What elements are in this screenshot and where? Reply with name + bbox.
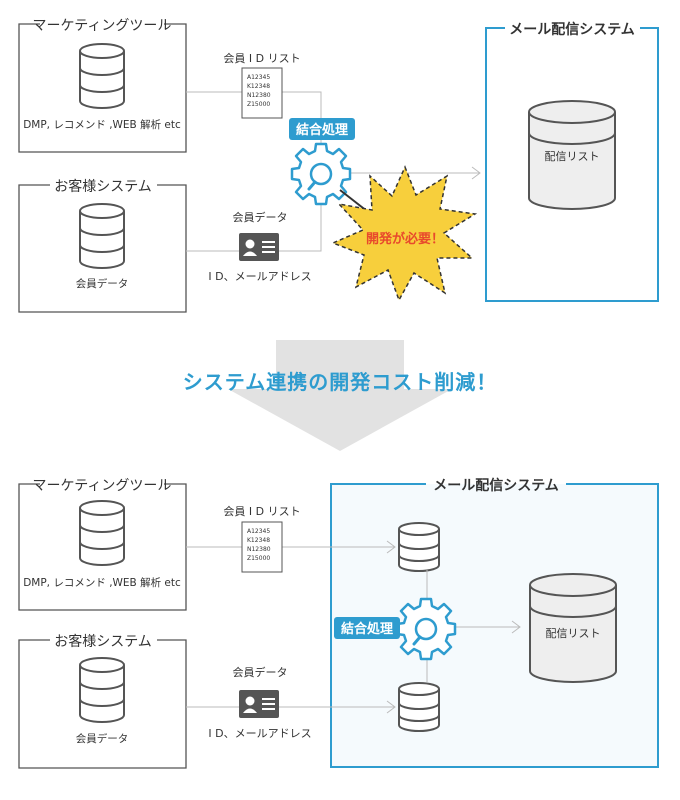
customer-system-title: お客様システム	[54, 633, 152, 650]
member-data-sub: I D、メールアドレス	[208, 727, 311, 740]
customer-caption: 会員データ	[76, 277, 129, 290]
delivery-list-label: 配信リスト	[545, 150, 600, 163]
id-list-item: Z15000	[247, 101, 270, 108]
marketing-tool-box: マーケティングツール DMP, レコメンド ,WEB 解析 etc	[18, 478, 187, 611]
id-list-label: 会員 I D リスト	[223, 52, 300, 65]
member-data-label: 会員データ	[233, 665, 288, 679]
id-list-item: N12380	[247, 546, 271, 553]
join-process: 結合処理	[334, 597, 457, 661]
member-data-card: 会員データ I D、メールアドレス	[208, 210, 311, 283]
after-connectors	[186, 540, 521, 714]
marketing-caption: DMP, レコメンド ,WEB 解析 etc	[23, 576, 181, 589]
id-list-item: N12380	[247, 92, 271, 99]
gear-icon	[290, 142, 352, 206]
synced-member-db-icon	[398, 682, 440, 732]
marketing-caption: DMP, レコメンド ,WEB 解析 etc	[23, 118, 181, 131]
mail-system-title: メール配信システム	[509, 21, 635, 38]
id-list-item: A12345	[247, 74, 270, 81]
id-list-item: Z15000	[247, 555, 270, 562]
gear-icon	[395, 597, 457, 661]
member-data-card: 会員データ I D、メールアドレス	[208, 665, 311, 740]
development-required-burst: 開発が必要！	[331, 165, 478, 302]
customer-system-title: お客様システム	[54, 178, 152, 195]
customer-system-box: お客様システム 会員データ	[18, 178, 187, 313]
member-card-icon	[239, 690, 279, 718]
marketing-db-icon	[79, 500, 125, 566]
member-card-icon	[239, 233, 279, 261]
transition-text: システム連携の開発コスト削減！	[183, 370, 497, 394]
transition: システム連携の開発コスト削減！	[183, 340, 497, 451]
customer-db-icon	[79, 203, 125, 269]
customer-db-icon	[79, 657, 125, 723]
burst-shape	[331, 165, 478, 302]
before-section: マーケティングツール DMP, レコメンド ,WEB 解析 etc お客様システ…	[18, 18, 659, 313]
burst-text: 開発が必要！	[366, 231, 444, 247]
mail-system-box: メール配信システム 配信リスト	[330, 477, 659, 768]
id-list-document: 会員 I D リスト A12345 K12348 N12380 Z15000	[223, 505, 301, 573]
marketing-tool-box: マーケティングツール DMP, レコメンド ,WEB 解析 etc	[18, 18, 187, 153]
down-arrow-icon	[228, 340, 452, 451]
id-list-item: K12348	[247, 537, 270, 544]
join-process-label: 結合処理	[341, 621, 393, 637]
id-list-document: 会員 I D リスト A12345 K12348 N12380 Z15000	[223, 52, 301, 119]
id-list-label: 会員 I D リスト	[223, 505, 300, 518]
join-process-label: 結合処理	[296, 122, 348, 138]
customer-caption: 会員データ	[76, 732, 129, 745]
join-process: 結合処理	[289, 118, 355, 206]
customer-system-box: お客様システム 会員データ	[18, 633, 187, 769]
marketing-tool-title: マーケティングツール	[33, 18, 172, 34]
synced-id-db-icon	[398, 522, 440, 572]
marketing-tool-title: マーケティングツール	[33, 478, 172, 494]
member-data-sub: I D、メールアドレス	[208, 270, 311, 283]
delivery-list-label: 配信リスト	[546, 627, 601, 640]
mail-system-title: メール配信システム	[433, 477, 559, 494]
marketing-db-icon	[79, 43, 125, 109]
id-list-item: K12348	[247, 83, 270, 90]
member-data-label: 会員データ	[233, 210, 288, 224]
mail-system-box: メール配信システム 配信リスト	[485, 21, 659, 302]
id-list-item: A12345	[247, 528, 270, 535]
after-section: マーケティングツール DMP, レコメンド ,WEB 解析 etc お客様システ…	[18, 477, 659, 769]
